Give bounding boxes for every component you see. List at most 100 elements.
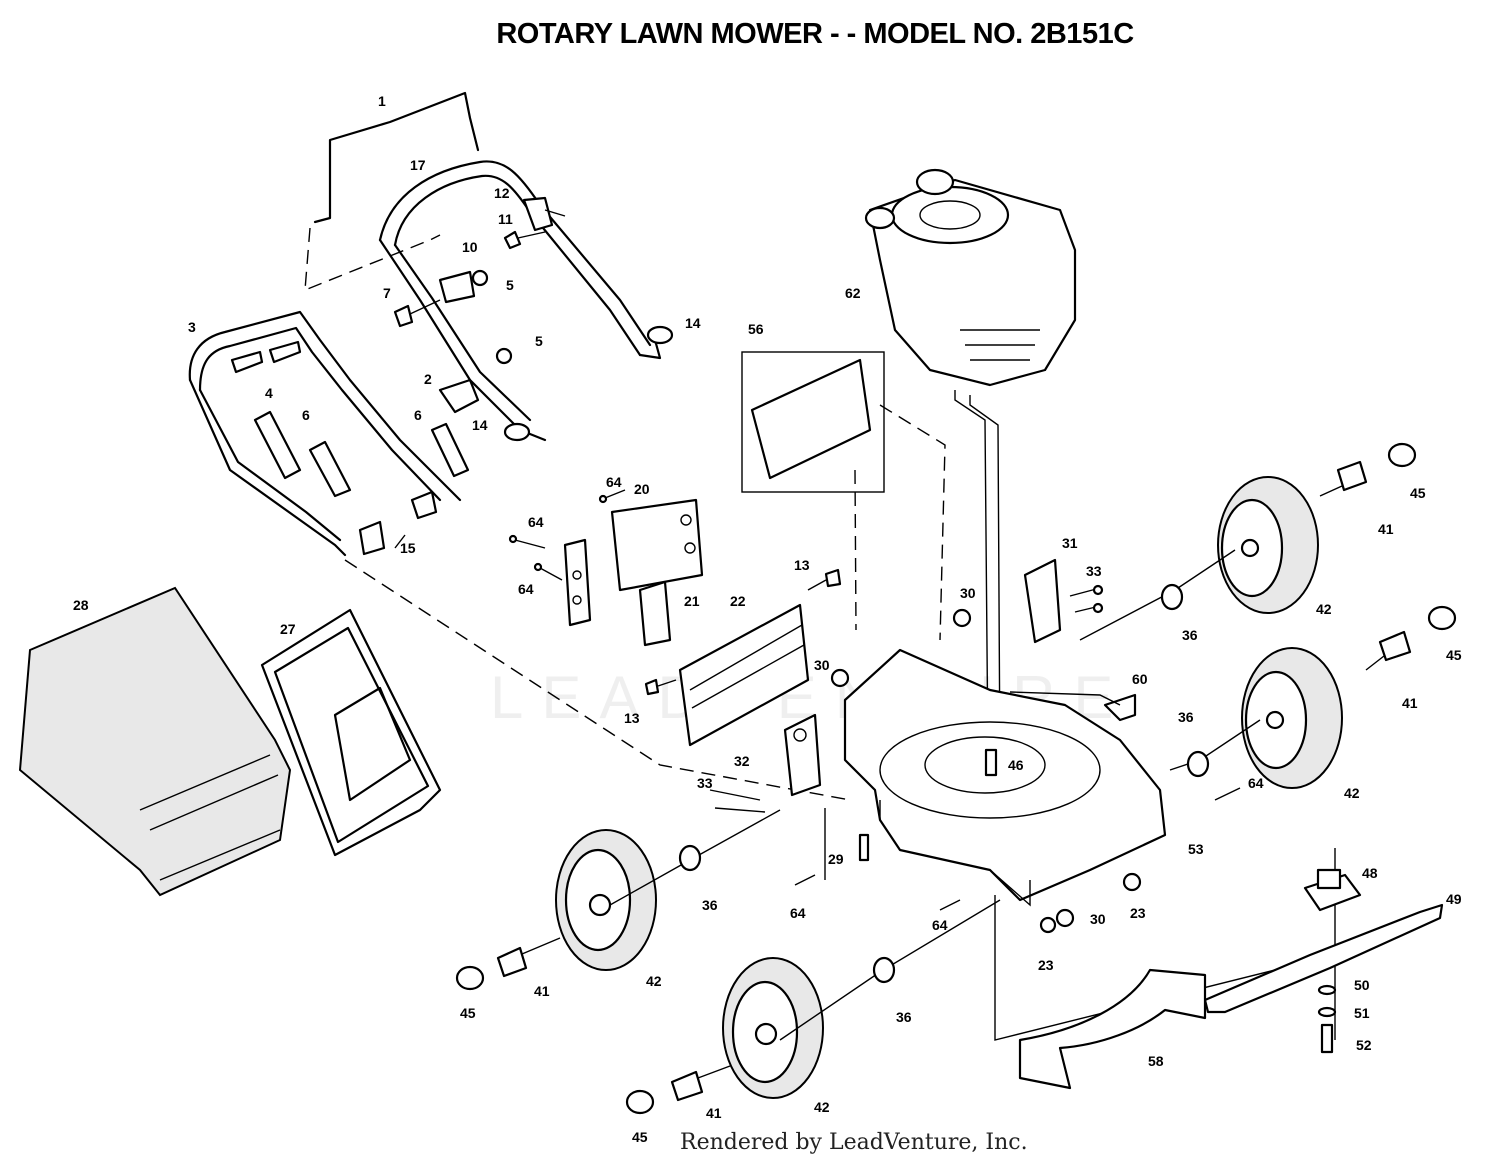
callout-21: 21 <box>684 593 700 609</box>
callout-64d: 64 <box>1248 775 1264 791</box>
bolt-13b[interactable] <box>644 678 677 696</box>
hub-cap-45d[interactable] <box>625 1089 655 1115</box>
spacer-36a[interactable] <box>1160 583 1184 611</box>
wheel-42b[interactable] <box>1241 647 1343 789</box>
upper-handle-wire[interactable] <box>304 91 480 292</box>
callout-12: 12 <box>494 185 510 201</box>
axle-bolt-41d[interactable] <box>670 1065 731 1102</box>
bag-frame-27[interactable] <box>260 608 442 857</box>
callout-51: 51 <box>1354 1005 1370 1021</box>
hub-cap-45c[interactable] <box>455 965 485 991</box>
baffle-58[interactable] <box>1018 968 1207 1090</box>
axle-bolt-41b[interactable] <box>1365 630 1412 671</box>
pin-64d[interactable] <box>1214 787 1241 801</box>
plug-60-leader <box>1009 691 1121 706</box>
nut-5b[interactable] <box>495 347 513 365</box>
axle-bolt-41c[interactable] <box>496 937 561 978</box>
pin-64e[interactable] <box>794 874 816 886</box>
cable-clip-2[interactable] <box>438 378 480 414</box>
callout-14a: 14 <box>685 315 701 331</box>
blade-49[interactable] <box>1203 903 1444 1014</box>
pin-64a[interactable] <box>598 489 626 504</box>
handle-bolt-6b[interactable] <box>430 422 470 478</box>
bolts-33a[interactable] <box>1069 584 1104 614</box>
bolt-46[interactable] <box>984 748 998 777</box>
callout-42b: 42 <box>1344 785 1360 801</box>
callout-6a: 6 <box>302 407 310 423</box>
handle-clamp-10[interactable] <box>438 270 476 304</box>
handle-knob-4[interactable] <box>230 340 302 374</box>
callout-36b: 36 <box>1178 709 1194 725</box>
height-bracket-31[interactable] <box>1023 558 1062 644</box>
nut-30a[interactable] <box>952 608 972 628</box>
lower-handle[interactable] <box>188 310 462 557</box>
callout-33a: 33 <box>1086 563 1102 579</box>
wheel-42c[interactable] <box>555 829 657 971</box>
spacer-36b[interactable] <box>1186 750 1210 778</box>
wheel-42d[interactable] <box>722 957 824 1099</box>
rear-flap-22[interactable] <box>678 603 810 747</box>
callout-23b: 23 <box>1038 957 1054 973</box>
upper-handle[interactable] <box>378 160 662 442</box>
bracket-21[interactable] <box>638 580 672 647</box>
bolt-29[interactable] <box>858 833 870 862</box>
blade-bolt-52[interactable] <box>1320 1023 1334 1054</box>
callout-42a: 42 <box>1316 601 1332 617</box>
engine-62[interactable] <box>864 168 1077 387</box>
bolt-7[interactable] <box>393 299 441 328</box>
callout-36a: 36 <box>1182 627 1198 643</box>
bracket-inset-56[interactable] <box>741 351 885 493</box>
mower-deck-53[interactable] <box>843 648 1167 907</box>
axle-line-rear <box>1079 549 1236 641</box>
wheel-42a[interactable] <box>1217 476 1319 614</box>
engine-shaft-line-2 <box>969 395 1001 771</box>
spacer-36d[interactable] <box>872 956 896 984</box>
callout-36c: 36 <box>702 897 718 913</box>
knob-14a[interactable] <box>646 325 674 345</box>
callout-31: 31 <box>1062 535 1078 551</box>
callout-3: 3 <box>188 319 196 335</box>
callout-17: 17 <box>410 157 426 173</box>
pin-64b[interactable] <box>508 534 546 549</box>
height-bracket-32[interactable] <box>783 713 822 797</box>
grass-bag-28[interactable] <box>18 586 292 897</box>
washer-51[interactable] <box>1317 1006 1337 1018</box>
nut-30b[interactable] <box>830 668 850 688</box>
diagram-title: ROTARY LAWN MOWER - - MODEL NO. 2B151C <box>496 18 1134 50</box>
washer-23a[interactable] <box>1122 872 1142 892</box>
callout-52: 52 <box>1356 1037 1372 1053</box>
handle-bolt-6a[interactable] <box>253 410 352 498</box>
bolts-33b[interactable] <box>709 789 766 813</box>
nut-5a[interactable] <box>471 269 489 287</box>
side-bracket[interactable] <box>563 538 592 627</box>
callout-15: 15 <box>400 540 416 556</box>
knob-14b[interactable] <box>503 422 531 442</box>
callout-30b: 30 <box>814 657 830 673</box>
bracket-plate-20[interactable] <box>610 498 704 592</box>
callout-45c: 45 <box>460 1005 476 1021</box>
washer-50[interactable] <box>1317 984 1337 996</box>
plug-60[interactable] <box>1103 693 1137 722</box>
callout-41a: 41 <box>1378 521 1394 537</box>
axle-bolt-41a[interactable] <box>1319 460 1368 497</box>
pin-64c[interactable] <box>533 562 563 581</box>
callout-33b: 33 <box>697 775 713 791</box>
bolt-13a[interactable] <box>807 568 842 591</box>
nut-30c[interactable] <box>1055 908 1075 928</box>
engine-shaft-line-1 <box>954 390 989 761</box>
handle-clip-15[interactable] <box>358 490 438 556</box>
callout-45d: 45 <box>632 1129 648 1145</box>
callout-23a: 23 <box>1130 905 1146 921</box>
spacer-36c[interactable] <box>678 844 702 872</box>
washer-23b[interactable] <box>1039 916 1057 934</box>
hub-cap-45b[interactable] <box>1427 605 1457 631</box>
pin-64f[interactable] <box>939 899 961 911</box>
callout-64c: 64 <box>518 581 534 597</box>
callout-64f: 64 <box>932 917 948 933</box>
bolt-11[interactable] <box>503 230 546 250</box>
callout-32: 32 <box>734 753 750 769</box>
blade-adapter-48[interactable] <box>1303 868 1362 912</box>
callout-60: 60 <box>1132 671 1148 687</box>
control-bracket[interactable] <box>522 196 566 232</box>
hub-cap-45a[interactable] <box>1387 442 1417 468</box>
